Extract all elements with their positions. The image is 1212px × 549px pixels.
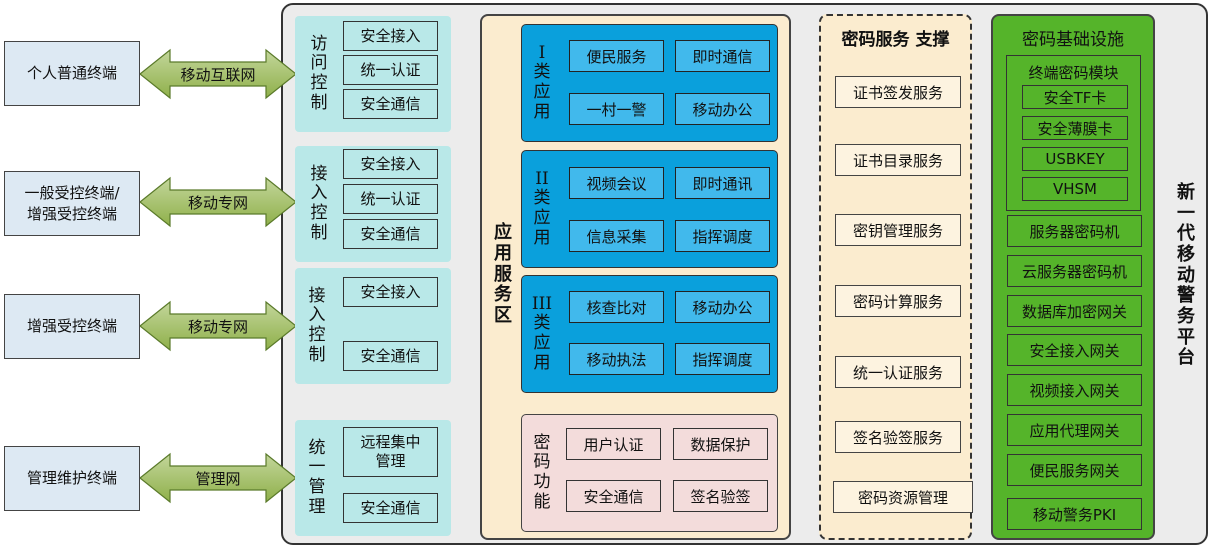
access-group-3-title: 接入控制 xyxy=(308,285,326,365)
class3-command-dispatch: 指挥调度 xyxy=(675,343,770,375)
network-label-1: 移动互联网 xyxy=(180,65,256,84)
module-film-card: 安全薄膜卡 xyxy=(1022,116,1128,140)
network-label-4: 管理网 xyxy=(195,469,241,488)
network-label-2: 移动专网 xyxy=(187,193,248,212)
crypto-sign-verify: 签名验签 xyxy=(673,480,768,512)
access-4-remote-mgmt: 远程集中 管理 xyxy=(343,427,438,477)
class3-mobile-office: 移动办公 xyxy=(675,291,770,323)
class2-command-dispatch: 指挥调度 xyxy=(675,220,770,252)
infra-video-access-gw: 视频接入网关 xyxy=(1007,374,1142,406)
svc-cert-directory: 证书目录服务 xyxy=(835,144,961,176)
access-2-unified-auth: 统一认证 xyxy=(343,184,438,214)
crypto-infra-title: 密码基础设施 xyxy=(1022,29,1124,50)
network-label-3: 移动专网 xyxy=(187,317,248,336)
module-tf-card: 安全TF卡 xyxy=(1022,85,1128,109)
terminal-maintenance: 管理维护终端 xyxy=(4,446,140,511)
module-vhsm: VHSM xyxy=(1022,177,1128,201)
svc-crypto-compute: 密码计算服务 xyxy=(835,285,961,317)
class2-instant-comm: 即时通讯 xyxy=(675,167,770,199)
crypto-secure-comm: 安全通信 xyxy=(566,480,661,512)
app-service-zone-title: 应用服务区 xyxy=(494,222,512,327)
svc-key-mgmt: 密钥管理服务 xyxy=(835,214,961,246)
terminal-controlled-line1: 一般受控终端/ xyxy=(24,183,120,202)
class1-mobile-office: 移动办公 xyxy=(675,93,770,125)
access-4-secure-comm: 安全通信 xyxy=(343,493,438,523)
svc-unified-auth: 统一认证服务 xyxy=(835,356,961,388)
access-group-2-title: 接入控制 xyxy=(310,163,328,243)
access-2-secure-comm: 安全通信 xyxy=(343,219,438,249)
svc-sign-verify: 签名验签服务 xyxy=(835,421,961,453)
infra-convenience-gw: 便民服务网关 xyxy=(1007,454,1142,486)
infra-db-encrypt-gw: 数据库加密网关 xyxy=(1007,295,1142,327)
class2-info-collect: 信息采集 xyxy=(569,220,664,252)
infra-app-proxy-gw: 应用代理网关 xyxy=(1007,414,1142,446)
access-2-secure-access: 安全接入 xyxy=(343,149,438,179)
class2-video-conf: 视频会议 xyxy=(569,167,664,199)
module-usbkey: USBKEY xyxy=(1022,147,1128,171)
platform-title: 新一代移动警务平台 xyxy=(1177,181,1195,369)
class3-mobile-enforcement: 移动执法 xyxy=(569,343,664,375)
crypto-service-title: 密码服务 支撑 xyxy=(841,29,950,50)
access-1-secure-access: 安全接入 xyxy=(343,21,438,51)
svc-resource-mgmt: 密码资源管理 xyxy=(833,481,973,513)
infra-secure-access-gw: 安全接入网关 xyxy=(1007,334,1142,366)
terminal-crypto-module-title: 终端密码模块 xyxy=(1028,63,1119,82)
access-1-unified-auth: 统一认证 xyxy=(343,55,438,85)
access-1-secure-comm: 安全通信 xyxy=(343,89,438,119)
crypto-data-protect: 数据保护 xyxy=(673,428,768,460)
access-3-secure-comm: 安全通信 xyxy=(343,341,438,371)
terminal-controlled: 一般受控终端/ 增强受控终端 xyxy=(4,171,140,236)
access-3-secure-access: 安全接入 xyxy=(343,277,438,307)
class1-village-police: 一村一警 xyxy=(569,93,664,125)
infra-server-crypto: 服务器密码机 xyxy=(1007,215,1142,247)
terminal-personal: 个人普通终端 xyxy=(4,41,140,106)
svc-cert-issue: 证书签发服务 xyxy=(835,76,961,108)
class3-verify-compare: 核查比对 xyxy=(569,291,664,323)
terminal-crypto-module xyxy=(1006,55,1141,211)
infra-mobile-police-pki: 移动警务PKI xyxy=(1007,498,1142,530)
terminal-enhanced: 增强受控终端 xyxy=(4,294,140,359)
crypto-functions-title: 密码功能 xyxy=(533,432,551,512)
infra-cloud-server-crypto: 云服务器密码机 xyxy=(1007,255,1142,287)
class1-convenience-service: 便民服务 xyxy=(569,40,664,72)
access-group-4-title: 统一管理 xyxy=(308,437,326,517)
class1-instant-msg: 即时通信 xyxy=(675,40,770,72)
crypto-user-auth: 用户认证 xyxy=(566,428,661,460)
terminal-controlled-line2: 增强受控终端 xyxy=(26,204,117,223)
access-group-1-title: 访问控制 xyxy=(310,33,328,113)
